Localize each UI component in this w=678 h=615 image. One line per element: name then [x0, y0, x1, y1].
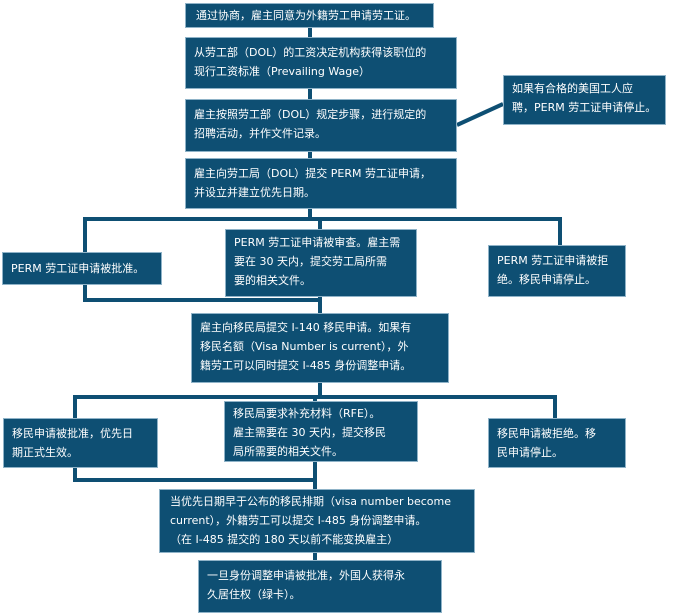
step-file-perm: 雇主向劳工局（DOL）提交 PERM 劳工证申请， 并设立并建立优先日期。 — [185, 158, 457, 209]
step-priority-date-current: 当优先日期早于公布的移民排期（visa number become curren… — [159, 489, 475, 553]
step-green-card: 一旦身份调整申请被批准，外国人获得永 久居住权（绿卡）。 — [198, 560, 442, 613]
perm-under-review: PERM 劳工证申请被审查。雇主需 要在 30 天内，提交劳工局所需 要的相关文… — [225, 229, 417, 297]
immigration-approved: 移民申请被批准，优先日 期正式生效。 — [3, 418, 158, 468]
immigration-denied: 移民申请被拒绝。移 民申请停止。 — [488, 418, 626, 468]
request-for-evidence: 移民局要求补充材料（RFE）。 雇主需要在 30 天内，提交移民 局所需要的相关… — [224, 401, 418, 462]
step-prevailing-wage: 从劳工部（DOL）的工资决定机构获得该职位的 现行工资标准（Prevailing… — [185, 37, 457, 89]
step-file-i140: 雇主向移民局提交 I-140 移民申请。如果有 移民名额（Visa Number… — [191, 313, 449, 383]
step-recruitment: 雇主按照劳工部（DOL）规定步骤，进行规定的 招聘活动，并作文件记录。 — [185, 99, 457, 152]
perm-approved: PERM 劳工证申请被批准。 — [2, 252, 162, 285]
connector-s3-side — [456, 102, 504, 127]
note-qualified-us-worker: 如果有合格的美国工人应 聘，PERM 劳工证申请停止。 — [503, 75, 666, 125]
perm-denied: PERM 劳工证申请被拒 绝。移民申请停止。 — [488, 245, 626, 297]
step-employer-agreement: 通过协商，雇主同意为外籍劳工申请劳工证。 — [185, 3, 434, 28]
